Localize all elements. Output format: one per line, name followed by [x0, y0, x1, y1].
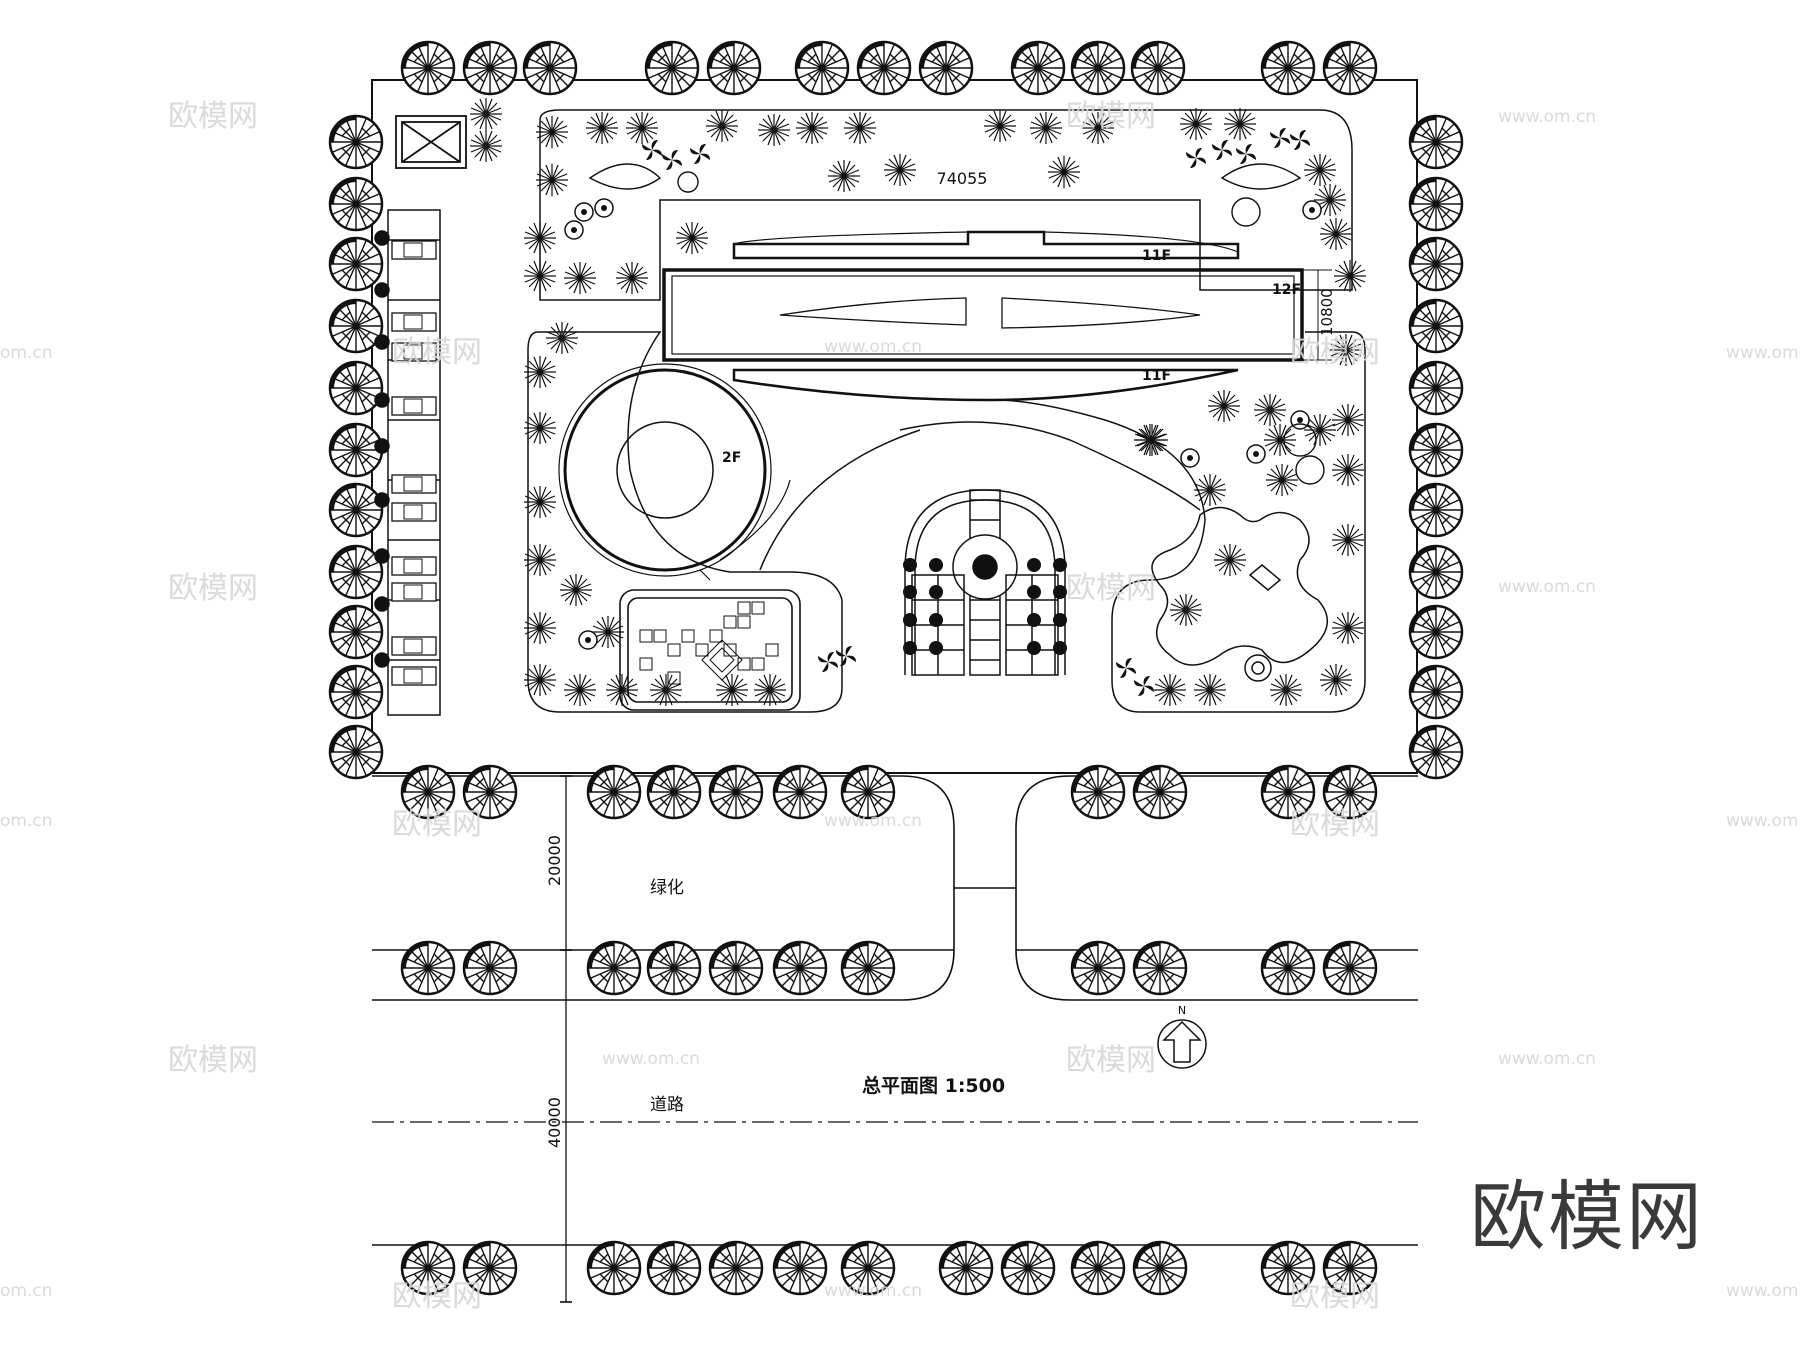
landscape-shrubs: [523, 107, 1367, 707]
greenery-label: 绿化: [650, 878, 684, 898]
dim-label-top: 74055: [937, 169, 988, 188]
watermark-text: 欧模网: [1066, 571, 1156, 606]
drawing-labels: 74055 11F 12F 11F 2F 10800 绿化 道路 20000 4…: [545, 169, 1336, 1148]
roads: [372, 775, 1418, 1303]
watermark-text: www.om.cn: [1726, 1281, 1800, 1301]
square-garden: [619, 589, 801, 711]
watermark-text: 欧模网: [168, 571, 258, 606]
dim-label-side: 10800: [1318, 288, 1336, 336]
guard-house: [395, 115, 467, 169]
watermark-text: 欧模网: [168, 1043, 258, 1078]
watermark-text: 欧模网: [1066, 99, 1156, 134]
watermark-text: om.cn: [0, 343, 53, 363]
floor-label-11f-top: 11F: [1142, 248, 1171, 264]
pond: [1151, 506, 1329, 682]
north-label: N: [1178, 1004, 1186, 1017]
main-tower-building: [662, 230, 1332, 402]
leaf-features: [588, 163, 1325, 485]
central-plaza: [904, 489, 1066, 676]
watermark-text: 欧模网: [1066, 1043, 1156, 1078]
watermark-text: 欧模网: [1290, 807, 1380, 842]
watermark-text: www.om.cn: [824, 337, 922, 357]
brand-watermark-logo: 欧模网: [1470, 1172, 1704, 1261]
watermark-text: 欧模网: [392, 1279, 482, 1314]
floor-label-11f-bottom: 11F: [1142, 368, 1171, 384]
watermark-text: 欧模网: [168, 99, 258, 134]
inner-green-areas: [527, 109, 1366, 713]
watermarks: 欧模网 www.om.cn 欧模网 om.cn 欧模网 www.om.cn 欧模…: [0, 99, 1800, 1314]
dim-label-40000: 40000: [545, 1097, 564, 1148]
watermark-text: www.om.cn: [824, 1281, 922, 1301]
road-label: 道路: [650, 1095, 684, 1115]
watermark-text: 欧模网: [392, 807, 482, 842]
floor-label-12f: 12F: [1272, 282, 1301, 298]
ornamental-plants: [564, 128, 1322, 696]
watermark-text: www.om.cn: [1498, 107, 1596, 127]
watermark-text: om.cn: [0, 1281, 53, 1301]
watermark-text: om.cn: [0, 811, 53, 831]
watermark-text: www.om.cn: [602, 1049, 700, 1069]
watermark-text: 欧模网: [1290, 1279, 1380, 1314]
floor-label-2f: 2F: [722, 450, 741, 466]
plan-title: 总平面图 1:500: [862, 1074, 1005, 1097]
watermark-text: 欧模网: [1290, 335, 1380, 370]
round-2f-building: [558, 363, 791, 581]
watermark-text: www.om.cn: [1726, 811, 1800, 831]
watermark-text: www.om.cn: [1498, 1049, 1596, 1069]
watermark-text: www.om.cn: [824, 811, 922, 831]
watermark-text: 欧模网: [392, 335, 482, 370]
perimeter-trees: [328, 40, 1464, 780]
dim-label-20000: 20000: [545, 835, 564, 886]
watermark-text: www.om.cn: [1498, 577, 1596, 597]
watermark-text: www.om.cn: [1726, 343, 1800, 363]
north-arrow-icon: [1157, 1019, 1207, 1069]
parking-lot: [374, 209, 441, 716]
